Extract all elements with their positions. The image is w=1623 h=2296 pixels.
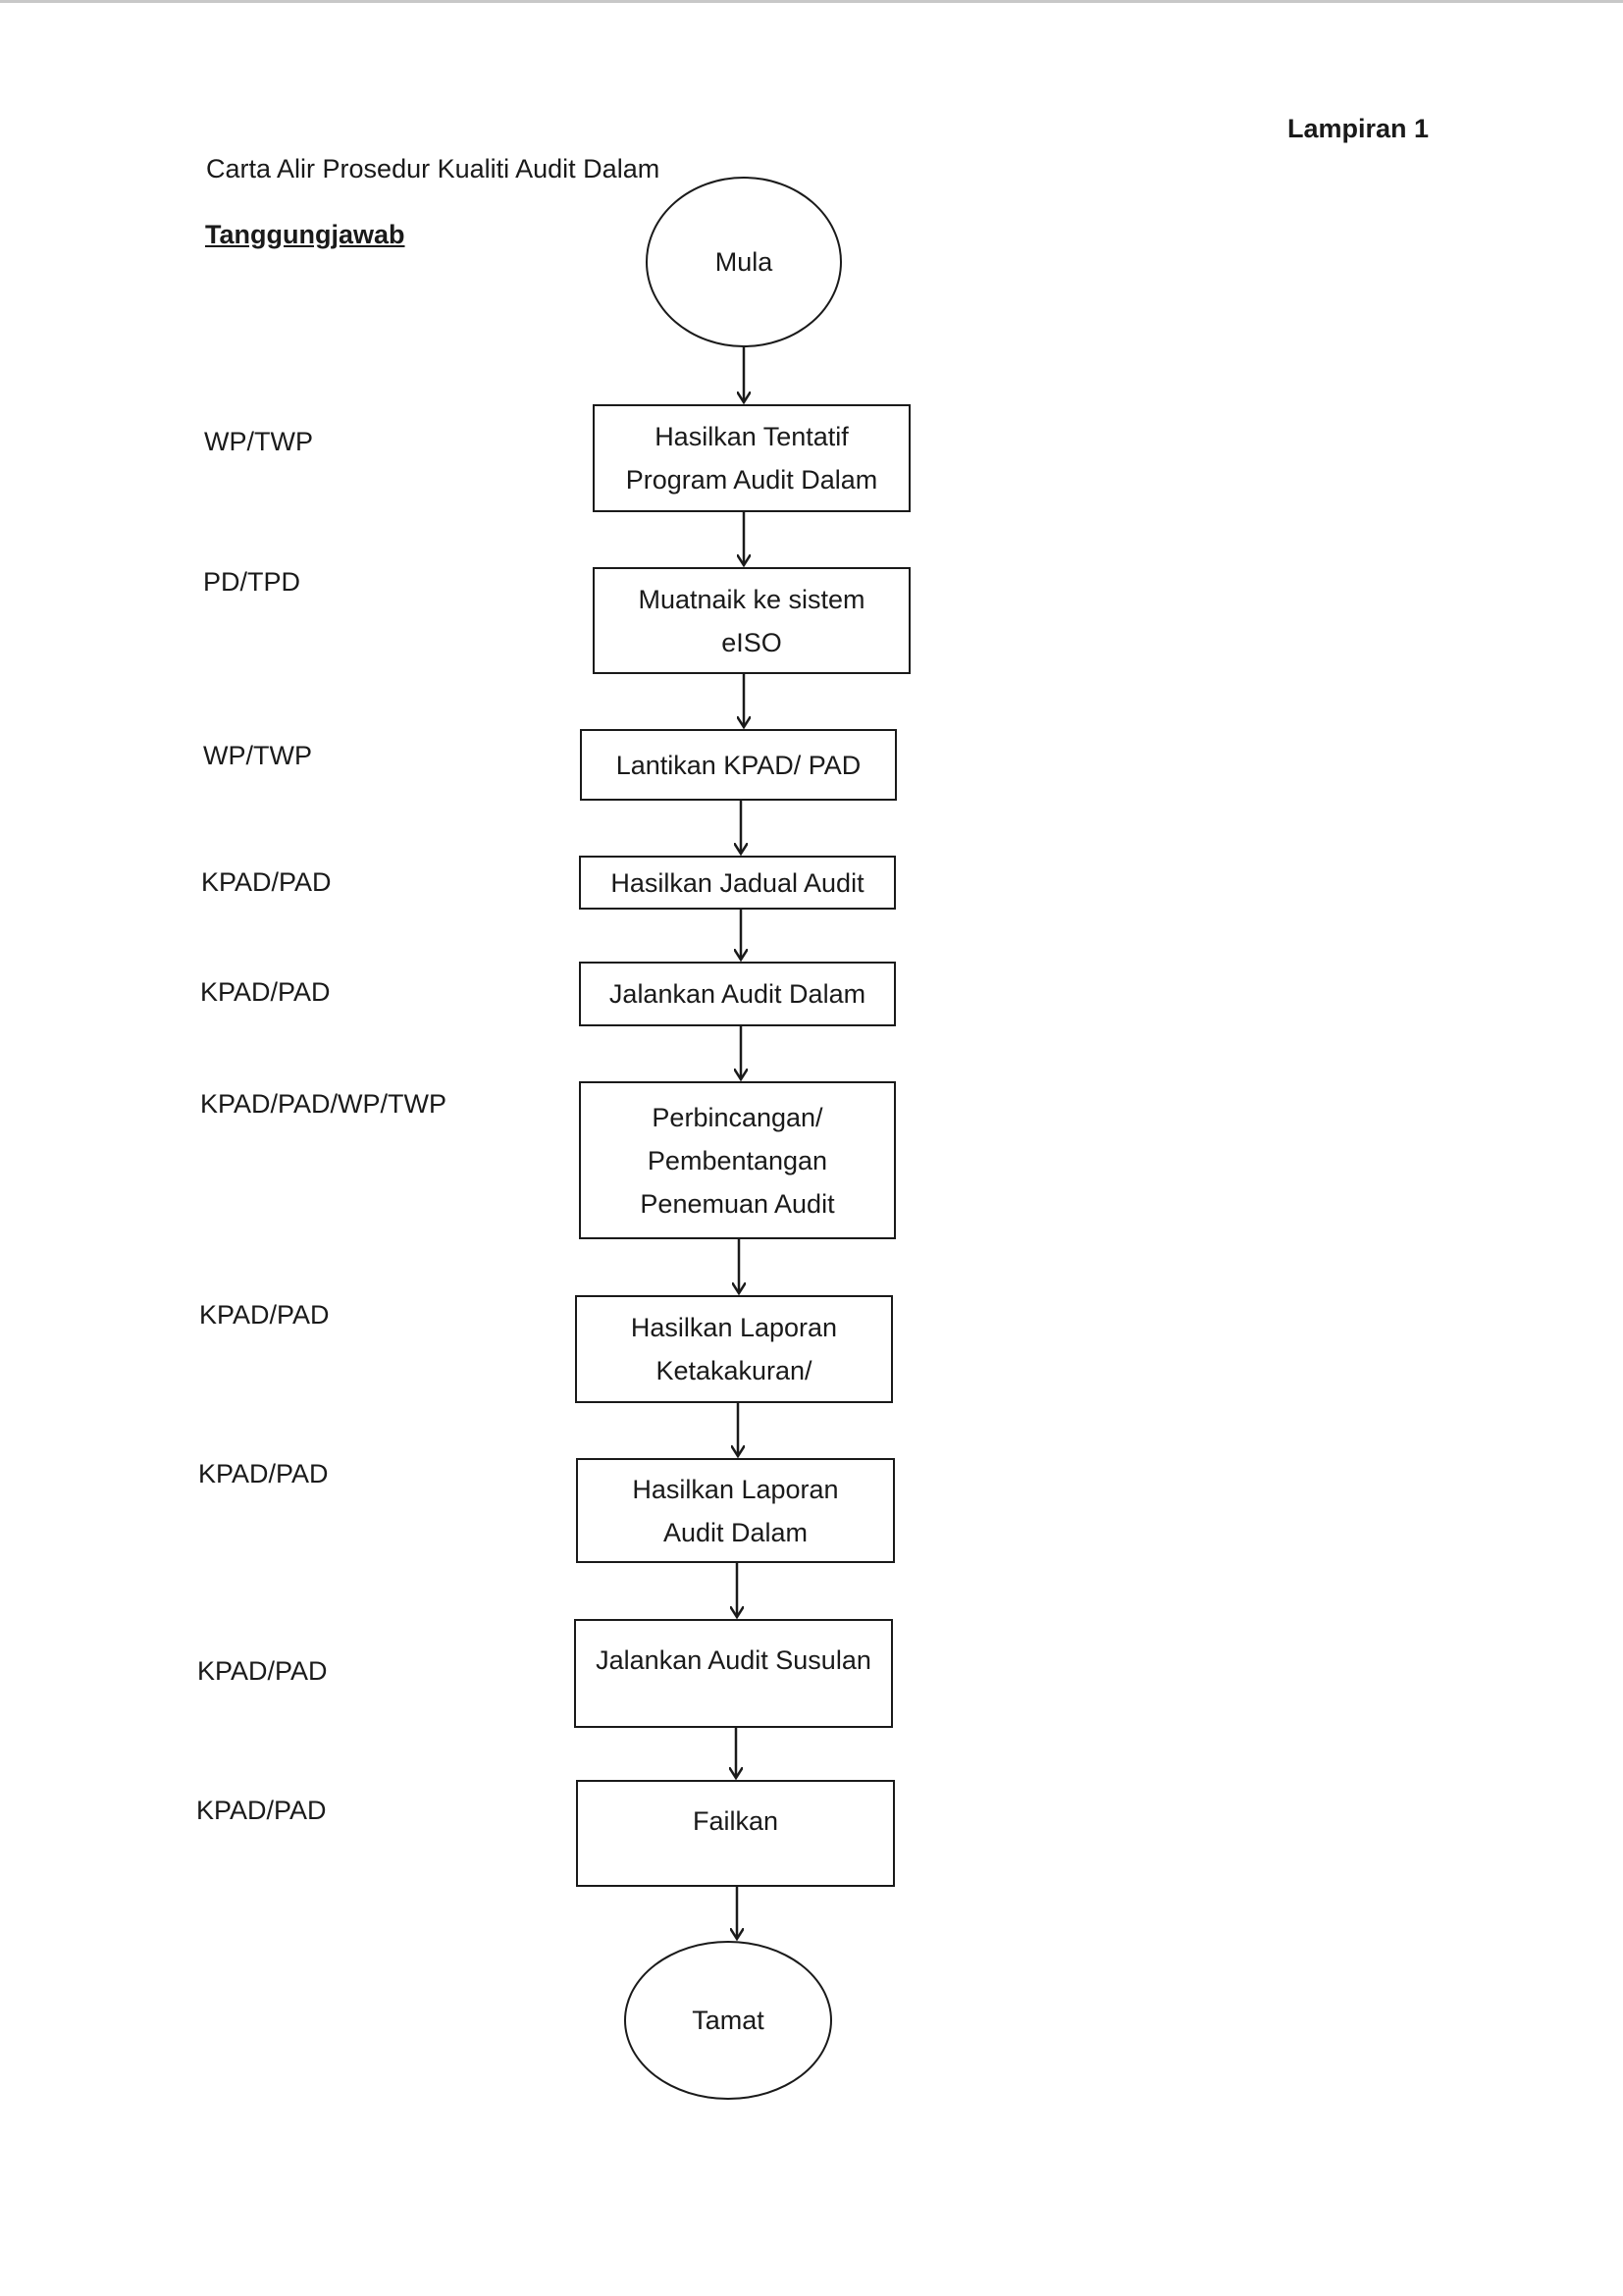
- process-step-2: Muatnaik ke sistem eISO: [593, 567, 911, 674]
- responsible-step-7: KPAD/PAD: [199, 1300, 330, 1330]
- process-step-4: Hasilkan Jadual Audit: [579, 856, 896, 910]
- process-step-9-label: Jalankan Audit Susulan: [596, 1645, 871, 1675]
- process-step-7-label: Hasilkan Laporan Ketakakuran/: [630, 1313, 838, 1385]
- responsible-step-6: KPAD/PAD/WP/TWP: [200, 1089, 447, 1119]
- process-step-1: Hasilkan Tentatif Program Audit Dalam: [593, 404, 911, 512]
- process-step-1-label: Hasilkan Tentatif Program Audit Dalam: [625, 422, 878, 495]
- responsible-step-3: WP/TWP: [203, 741, 312, 770]
- process-step-8-label: Hasilkan Laporan Audit Dalam: [632, 1474, 839, 1547]
- process-step-3-label: Lantikan KPAD/ PAD: [615, 750, 862, 780]
- responsible-step-9: KPAD/PAD: [197, 1656, 328, 1686]
- process-step-6-label: Perbincangan/ Pembentangan Penemuan Audi…: [640, 1102, 835, 1219]
- process-step-9: Jalankan Audit Susulan: [574, 1619, 893, 1728]
- responsible-step-1: WP/TWP: [204, 427, 313, 456]
- scan-edge: [0, 0, 1623, 3]
- process-step-6: Perbincangan/ Pembentangan Penemuan Audi…: [579, 1081, 896, 1239]
- process-step-10: Failkan: [576, 1780, 895, 1887]
- process-step-10-label: Failkan: [692, 1806, 779, 1836]
- process-step-7: Hasilkan Laporan Ketakakuran/: [575, 1295, 893, 1403]
- responsible-step-8: KPAD/PAD: [198, 1459, 329, 1488]
- responsible-step-5: KPAD/PAD: [200, 977, 331, 1007]
- end-node: Tamat: [624, 1941, 832, 2100]
- start-node: Mula: [646, 177, 842, 347]
- process-step-8: Hasilkan Laporan Audit Dalam: [576, 1458, 895, 1563]
- responsible-step-4: KPAD/PAD: [201, 867, 332, 897]
- process-step-3: Lantikan KPAD/ PAD: [580, 729, 897, 801]
- start-label: Mula: [714, 247, 773, 277]
- process-step-5: Jalankan Audit Dalam: [579, 962, 896, 1026]
- process-step-2-label: Muatnaik ke sistem eISO: [638, 584, 865, 657]
- appendix-label: Lampiran 1: [1287, 114, 1430, 143]
- document-title: Carta Alir Prosedur Kualiti Audit Dalam: [206, 154, 660, 183]
- process-step-4-label: Hasilkan Jadual Audit: [610, 867, 864, 898]
- responsibility-heading: Tanggungjawab: [205, 220, 405, 249]
- responsible-step-10: KPAD/PAD: [196, 1796, 327, 1825]
- responsible-step-2: PD/TPD: [203, 567, 301, 597]
- process-step-5-label: Jalankan Audit Dalam: [608, 979, 866, 1009]
- end-label: Tamat: [692, 2006, 764, 2035]
